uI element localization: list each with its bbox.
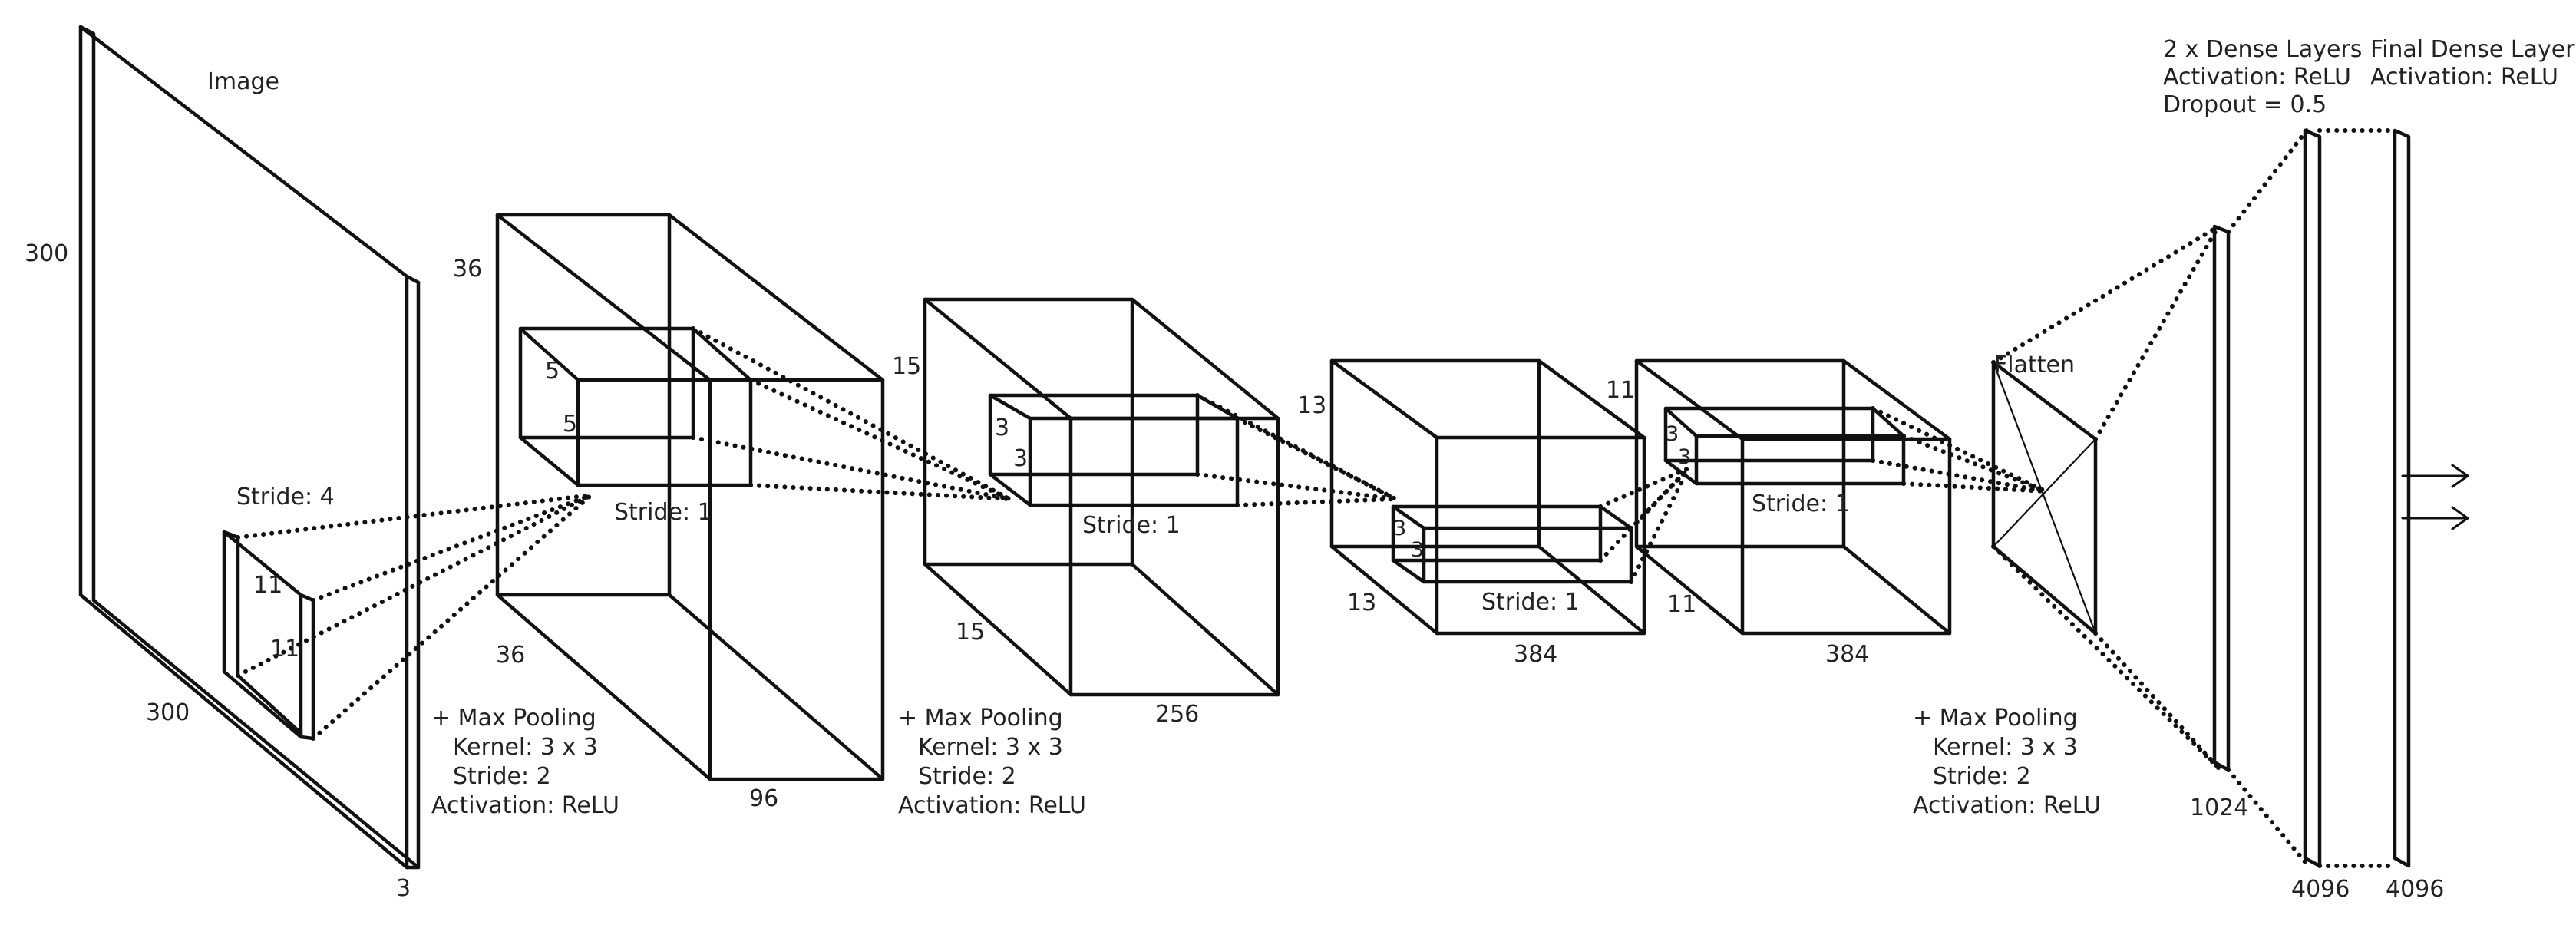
image-kernel-width-label: 11: [270, 636, 299, 662]
conv1-note-3: Stride: 2: [453, 763, 551, 790]
image-width-label: 300: [146, 699, 190, 726]
flatten-to-dense-connections: [1991, 224, 2221, 770]
image-to-conv1-connections: [236, 493, 593, 741]
conv3-stride-label: Stride: 1: [1481, 589, 1580, 616]
dense-1024-to-4096-connections: [2226, 128, 2309, 866]
conv4-kernel-height-label: 3: [1666, 422, 1679, 446]
output-arrows: [2401, 464, 2469, 530]
conv4-note-1: + Max Pooling: [1913, 705, 2078, 732]
conv1-kernel-box: [518, 326, 753, 487]
image-height-label: 300: [25, 240, 68, 267]
conv3-to-conv4-connections: [1598, 466, 1691, 584]
conv1-note-1: + Max Pooling: [431, 705, 596, 732]
conv1-to-conv2-connections: [691, 326, 1012, 501]
conv1-cube: [495, 213, 885, 781]
conv2-width-label: 15: [956, 619, 985, 646]
dense-4096-b-label: 4096: [2386, 876, 2444, 903]
conv4-width-label: 11: [1667, 591, 1696, 618]
conv2-to-conv3-connections: [1195, 393, 1398, 507]
conv4-kernel-width-label: 3: [1678, 445, 1691, 469]
image-depth-label: 3: [396, 875, 411, 902]
conv4-height-label: 11: [1606, 377, 1635, 404]
dense-final-title-2: Activation: ReLU: [2370, 64, 2558, 91]
conv2-note-4: Activation: ReLU: [898, 792, 1086, 819]
conv4-depth-label: 384: [1825, 641, 1869, 668]
image-stride-label: Stride: 4: [236, 484, 335, 510]
conv1-kernel-height-label: 5: [545, 358, 560, 385]
conv2-stride-label: Stride: 1: [1082, 512, 1181, 539]
conv4-note-2: Kernel: 3 x 3: [1933, 734, 2078, 761]
dense-1024-label: 1024: [2190, 795, 2248, 821]
dense-two-title-3: Dropout = 0.5: [2163, 91, 2327, 118]
conv2-depth-label: 256: [1155, 701, 1199, 728]
conv4-cube: [1634, 358, 1952, 636]
conv2-note-2: Kernel: 3 x 3: [918, 734, 1063, 761]
dense-two-title-1: 2 x Dense Layers: [2163, 36, 2362, 63]
conv3-width-label: 13: [1347, 590, 1376, 616]
conv4-to-flatten-connections: [1871, 406, 2048, 494]
conv1-depth-label: 96: [749, 785, 778, 812]
conv3-kernel-box: [1391, 504, 1633, 584]
conv1-kernel-width-label: 5: [563, 411, 577, 438]
image-title: Image: [207, 68, 279, 95]
conv2-note-1: + Max Pooling: [898, 705, 1063, 732]
conv4-kernel-box: [1663, 406, 1906, 486]
dense-layer-4096-a: [2303, 128, 2322, 868]
conv4-note-4: Activation: ReLU: [1913, 792, 2101, 819]
conv1-note-4: Activation: ReLU: [431, 792, 619, 819]
conv2-kernel-height-label: 3: [995, 415, 1009, 441]
dense-two-title-2: Activation: ReLU: [2163, 64, 2351, 91]
conv2-height-label: 15: [892, 353, 921, 380]
dense-4096-a-label: 4096: [2291, 876, 2350, 903]
conv3-cube: [1329, 358, 1646, 636]
image-kernel-height-label: 11: [253, 572, 282, 599]
conv4-note-3: Stride: 2: [1933, 763, 2031, 790]
conv1-stride-label: Stride: 1: [614, 499, 712, 526]
dense-layer-4096-b: [2393, 128, 2411, 868]
conv3-kernel-width-label: 3: [1411, 538, 1424, 562]
dense-final-title-1: Final Dense Layer: [2370, 36, 2575, 63]
dense-4096-to-4096-connections: [2317, 128, 2397, 868]
conv2-cube: [923, 297, 1280, 697]
conv1-width-label: 36: [496, 642, 525, 669]
input-kernel-box: [222, 530, 315, 741]
dense-layer-1024: [2212, 224, 2231, 772]
flatten-label: Flatten: [1994, 352, 2075, 378]
conv2-kernel-width-label: 3: [1013, 445, 1028, 472]
conv1-height-label: 36: [453, 256, 482, 282]
conv3-kernel-height-label: 3: [1393, 517, 1406, 540]
conv3-height-label: 13: [1297, 392, 1326, 419]
input-image-layer: [78, 25, 421, 870]
conv4-stride-label: Stride: 1: [1752, 491, 1850, 517]
flatten-plane: [1991, 360, 2098, 636]
conv3-depth-label: 384: [1514, 641, 1557, 668]
conv1-note-2: Kernel: 3 x 3: [453, 734, 598, 761]
conv2-note-3: Stride: 2: [918, 763, 1016, 790]
